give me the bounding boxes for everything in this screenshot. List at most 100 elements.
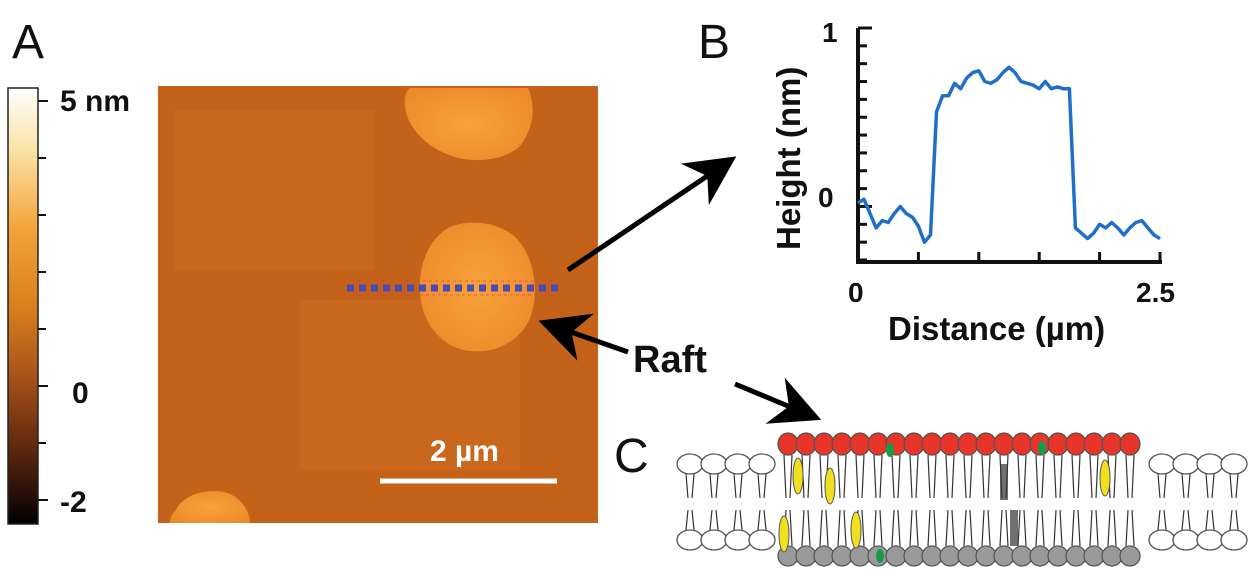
lipid-head — [1065, 432, 1087, 456]
lipid-tail — [685, 473, 689, 499]
lipid-tail — [963, 454, 967, 499]
x-axis-title: Distance (µm) — [888, 310, 1105, 347]
lipid-head — [1011, 432, 1033, 456]
lipid-tail — [873, 454, 877, 499]
lipid-head — [795, 545, 817, 567]
arrow-to-membrane — [734, 377, 822, 424]
lipid-tail — [897, 454, 901, 499]
lipid-tail — [1017, 454, 1021, 499]
lipid-tail — [685, 509, 689, 531]
afm-image: 2 µm — [158, 86, 598, 523]
lipid-tail — [969, 509, 973, 547]
lipid-tail — [763, 473, 767, 499]
lipid-tail — [855, 454, 859, 499]
lipid-tail — [897, 509, 901, 547]
lipid-tail — [987, 509, 991, 547]
lipid-tail — [1095, 509, 1099, 547]
lipid-tail — [1017, 509, 1021, 547]
lipid-tail — [739, 509, 743, 531]
raft-domain-bottom — [170, 490, 250, 523]
lipid-tail — [933, 509, 937, 547]
lipid-tail — [783, 454, 787, 499]
lipid-tail — [927, 454, 931, 499]
lipid-tail — [733, 473, 737, 499]
lipid-tail — [969, 454, 973, 499]
arrows — [538, 156, 822, 424]
lipid-tail — [879, 509, 883, 547]
lipid-tail — [1205, 509, 1209, 531]
lipid-tail — [1163, 473, 1167, 499]
lipid-head — [1083, 545, 1105, 567]
lipid-head — [1172, 529, 1200, 551]
cholesterol-molecule — [850, 511, 862, 549]
lipid-head — [795, 432, 817, 456]
lipid-head — [1196, 453, 1224, 475]
lipid-tail — [819, 454, 823, 499]
lipid-tail — [945, 454, 949, 499]
lipid-tail — [843, 454, 847, 499]
lipid-head — [724, 453, 752, 475]
lipid-tail — [999, 509, 1003, 547]
lipid-tail — [715, 509, 719, 531]
lipid-head — [903, 432, 925, 456]
lipid-head — [1148, 529, 1176, 551]
lipid-tail — [1229, 473, 1233, 499]
lipid-tail — [1211, 509, 1215, 531]
panel-a-label: A — [12, 16, 44, 69]
lipid-tail — [1125, 509, 1129, 547]
lipid-head — [975, 432, 997, 456]
lipid-tail — [757, 473, 761, 499]
lipid-tail — [801, 509, 805, 547]
lipid-head — [993, 545, 1015, 567]
lipid-head — [1196, 529, 1224, 551]
lipid-tail — [891, 454, 895, 499]
lipid-tail — [1089, 509, 1093, 547]
panel-b-label: B — [698, 16, 730, 69]
lipid-tail — [1229, 509, 1233, 531]
lipid-head — [1047, 432, 1069, 456]
panel-c-label: C — [614, 430, 649, 483]
x-axis-ticks — [916, 252, 1162, 262]
lipid-head — [921, 545, 943, 567]
lipid-tail — [879, 454, 883, 499]
lipid-tail — [891, 509, 895, 547]
y-axis-title: Height (nm) — [770, 67, 807, 250]
lipid-tail — [909, 454, 913, 499]
protein-marker — [876, 549, 884, 563]
lipid-tail — [1235, 473, 1239, 499]
lipid-tail — [1077, 454, 1081, 499]
y-tick-label-0: 0 — [818, 182, 834, 213]
lipid-head — [957, 432, 979, 456]
lipid-tail — [837, 509, 841, 547]
transmembrane-segment — [1010, 510, 1018, 546]
lipid-tail — [1205, 473, 1209, 499]
lipid-tail — [909, 509, 913, 547]
cholesterol-molecule — [824, 467, 836, 505]
lipid-tail — [1035, 509, 1039, 547]
lipid-tail — [1131, 454, 1135, 499]
lipid-tail — [1023, 509, 1027, 547]
y-tick-label-1: 1 — [822, 17, 838, 48]
lipid-head — [1047, 545, 1069, 567]
lipid-tail — [1053, 454, 1057, 499]
lipid-tail — [1035, 454, 1039, 499]
lipid-tail — [933, 454, 937, 499]
lipid-tail — [1059, 509, 1063, 547]
protein-marker — [886, 443, 894, 457]
raft-domain-center — [419, 222, 535, 352]
lipid-head — [1011, 545, 1033, 567]
x-tick-label-1: 2.5 — [1136, 277, 1175, 308]
protein-marker — [1038, 441, 1046, 455]
lipid-tail — [1071, 509, 1075, 547]
lipid-head — [993, 432, 1015, 456]
lipid-head — [1220, 453, 1248, 475]
lipid-head — [813, 432, 835, 456]
lipid-tail — [837, 454, 841, 499]
lipid-head — [676, 453, 704, 475]
lipid-tail — [1163, 509, 1167, 531]
lipid-head — [849, 545, 871, 567]
cholesterol-molecule — [1099, 459, 1111, 497]
lipid-tail — [873, 509, 877, 547]
height-profile-chart: 1 0 0 2.5 Distance (µm) Height (nm) — [770, 17, 1175, 347]
lipid-tail — [1095, 454, 1099, 499]
